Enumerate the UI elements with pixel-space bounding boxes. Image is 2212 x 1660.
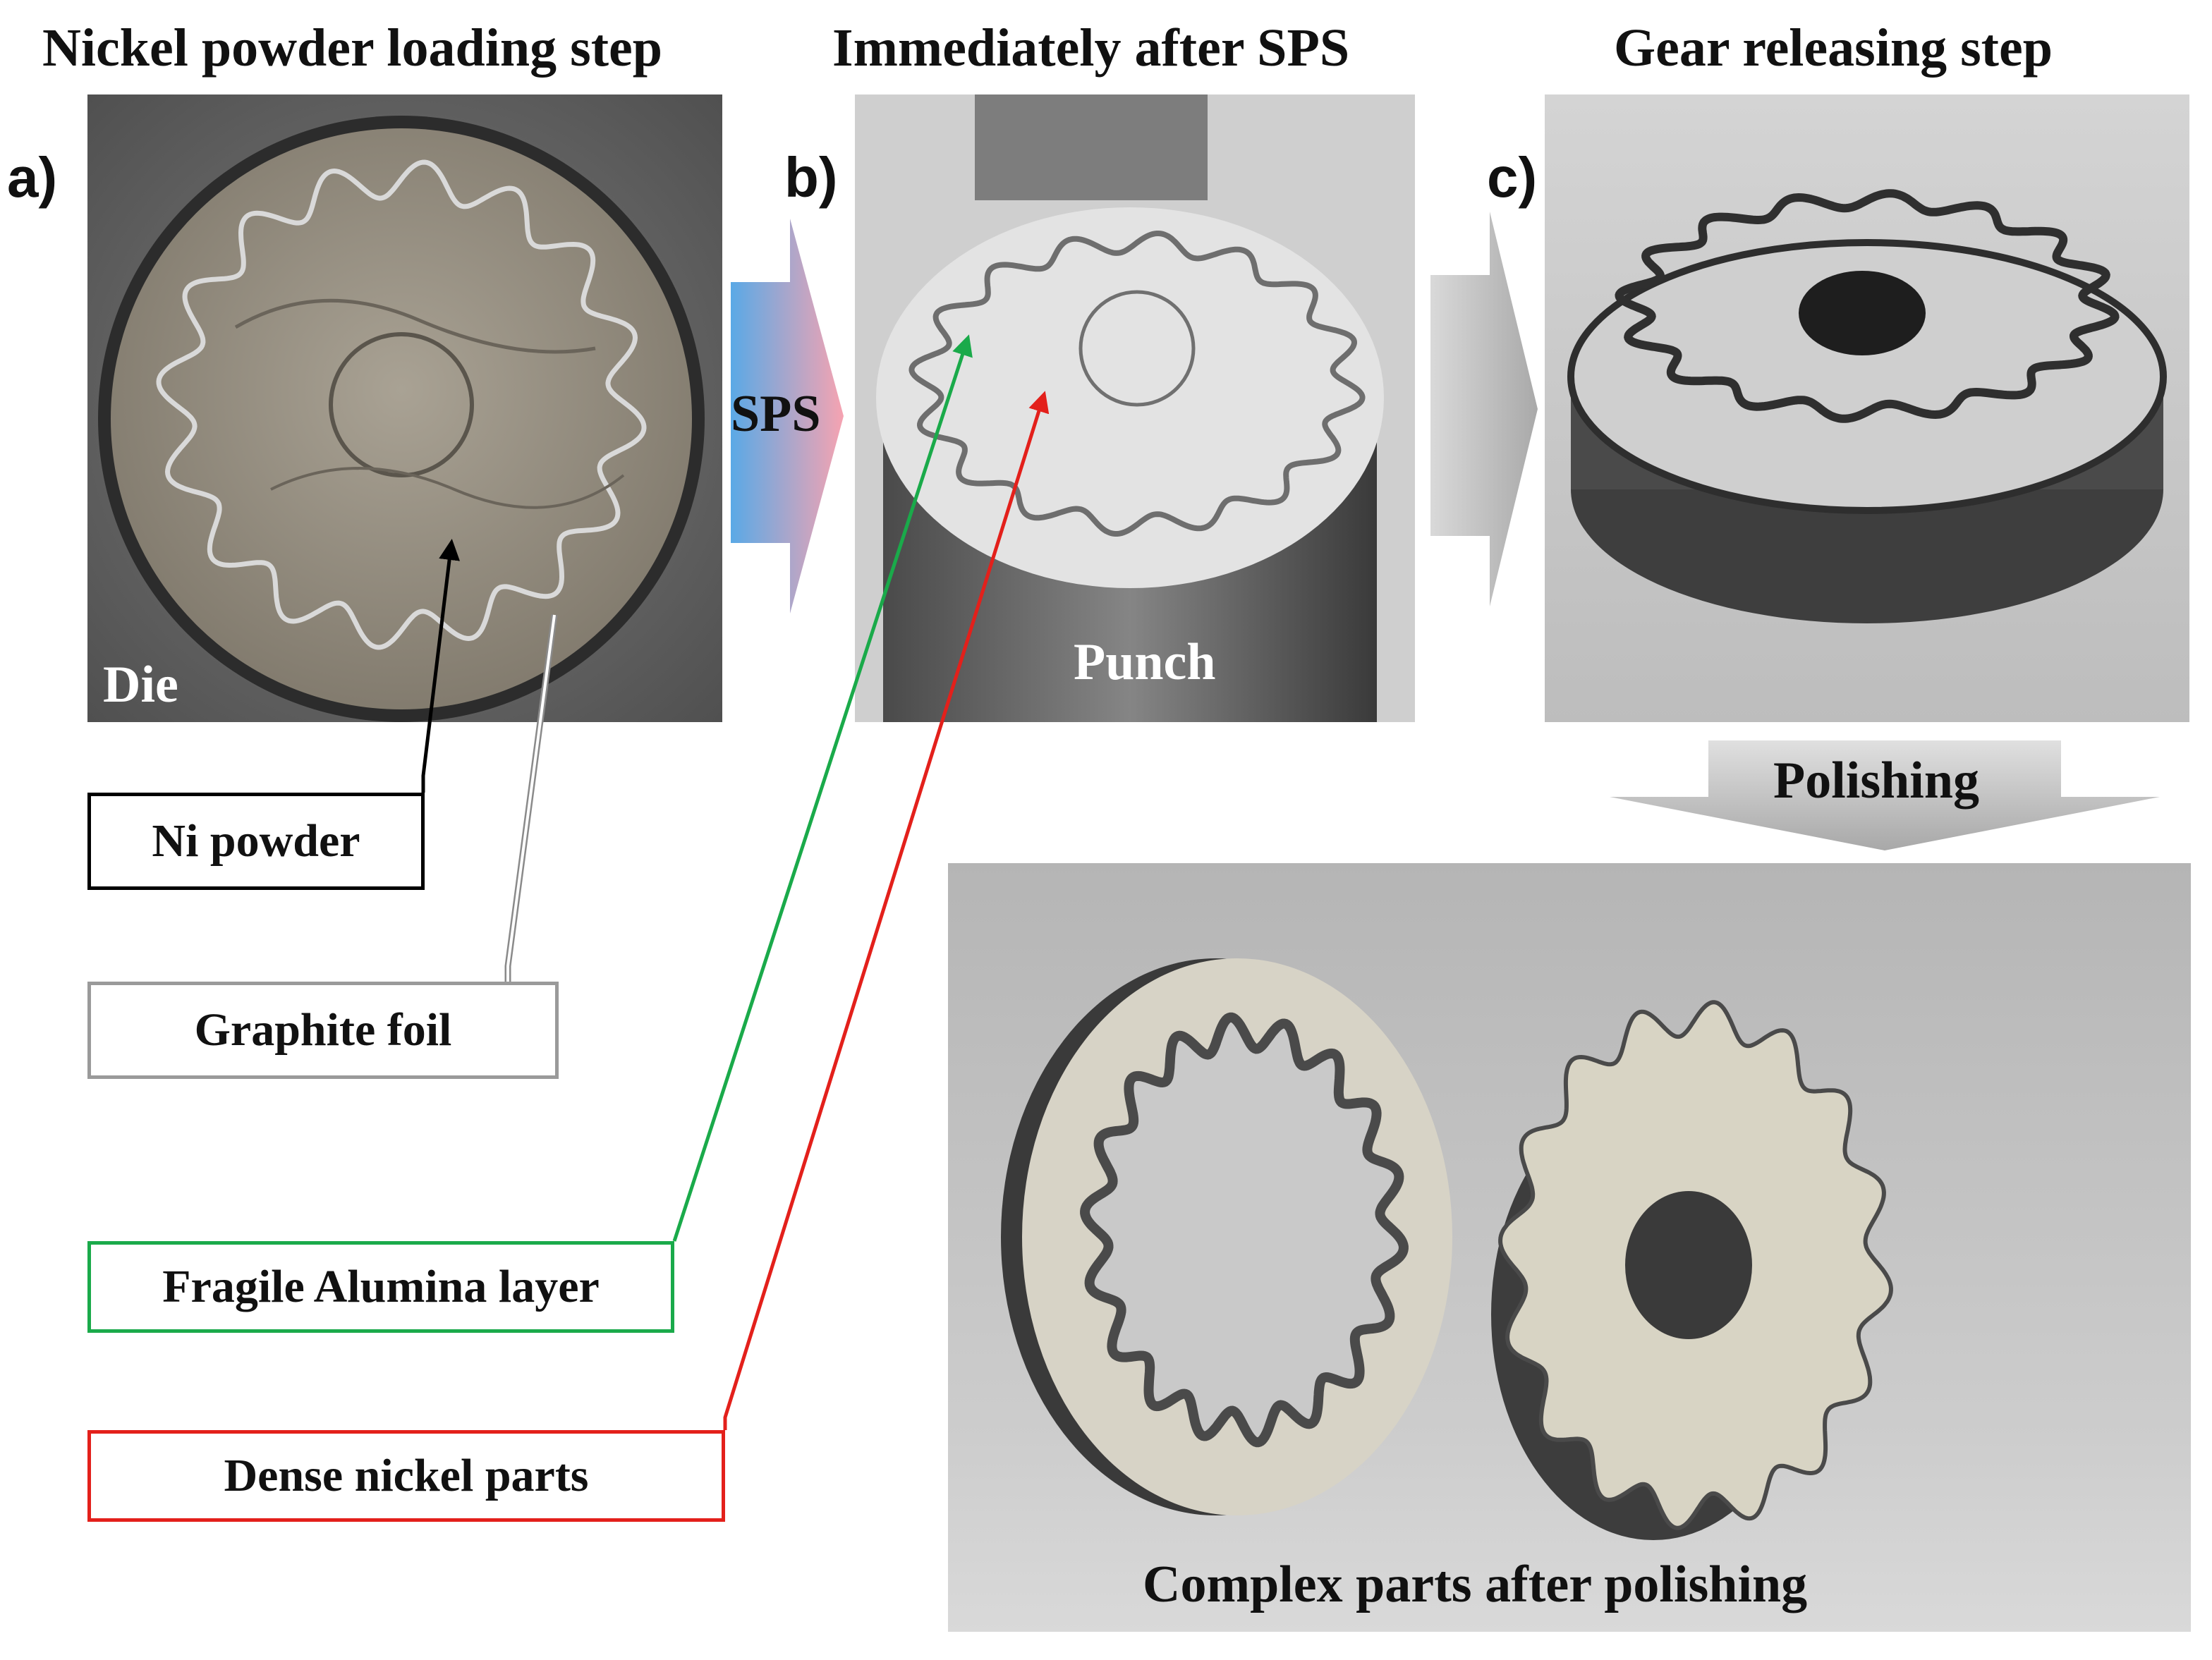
- callout-graphite-foil: Graphite foil: [87, 982, 559, 1079]
- title-loading-step: Nickel powder loading step: [42, 18, 663, 78]
- release-process-arrow: [1430, 212, 1538, 606]
- panel-letter-c: c): [1487, 146, 1538, 209]
- callout-ni-powder: Ni powder: [87, 793, 425, 890]
- title-gear-releasing: Gear releasing step: [1614, 18, 2053, 78]
- panel-letter-b: b): [784, 146, 838, 209]
- polishing-process-arrow: [1610, 740, 2160, 850]
- caption-polished-parts: Complex parts after polishing: [1143, 1556, 1808, 1613]
- photo-polished-parts: Complex parts after polishing: [948, 863, 2191, 1632]
- panel-letter-a: a): [7, 146, 58, 209]
- label-die: Die: [103, 656, 178, 714]
- polishing-arrow-label: Polishing: [1773, 752, 1979, 810]
- photo-powder-loading: Die: [87, 94, 722, 722]
- label-punch: Punch: [1074, 633, 1216, 691]
- callout-nickel-parts: Dense nickel parts: [87, 1430, 725, 1522]
- title-after-sps: Immediately after SPS: [832, 18, 1350, 78]
- sps-arrow-label: SPS: [731, 385, 821, 443]
- photo-gear-released: [1545, 94, 2189, 722]
- callout-alumina-layer: Fragile Alumina layer: [87, 1241, 674, 1333]
- photo-after-sps: Punch: [855, 94, 1415, 722]
